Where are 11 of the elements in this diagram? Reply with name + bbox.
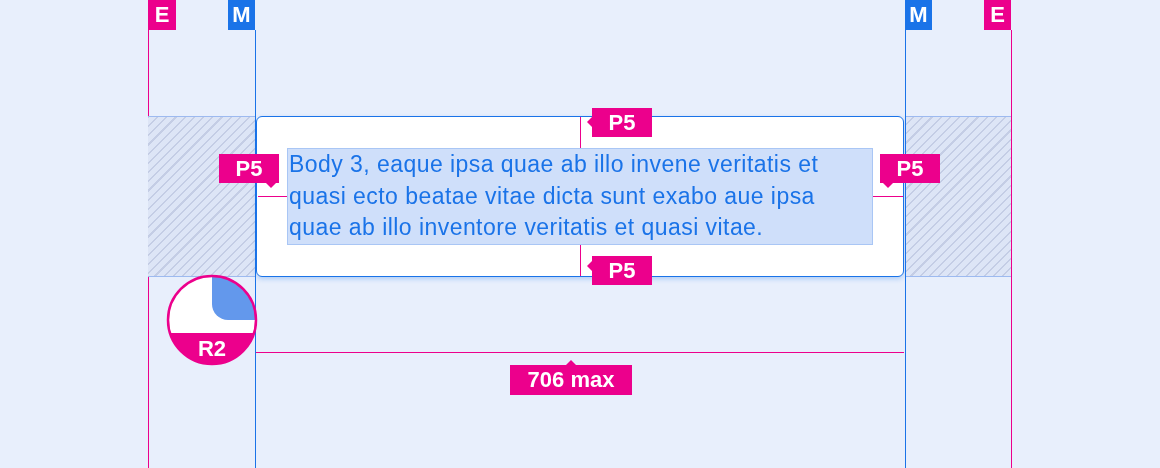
- guide-tag: M: [905, 0, 932, 30]
- guide-tag: E: [984, 0, 1011, 30]
- padding-tag: P5: [592, 256, 652, 285]
- dimension-tag: 706 max: [510, 365, 632, 395]
- padding-tag: P5: [592, 108, 652, 137]
- guide-tag: M: [228, 0, 255, 30]
- body-text: Body 3, eaque ipsa quae ab illo invene veritatis et quasi ecto beatae vitae dicta sunt exabo aue ipsa quae ab illo inventore veritatis et quasi vitae.: [287, 148, 873, 245]
- radius-label: R2: [196, 336, 228, 361]
- padding-tag: P5: [880, 154, 940, 183]
- padding-tag: P5: [219, 154, 279, 183]
- guide-tag: E: [148, 0, 176, 30]
